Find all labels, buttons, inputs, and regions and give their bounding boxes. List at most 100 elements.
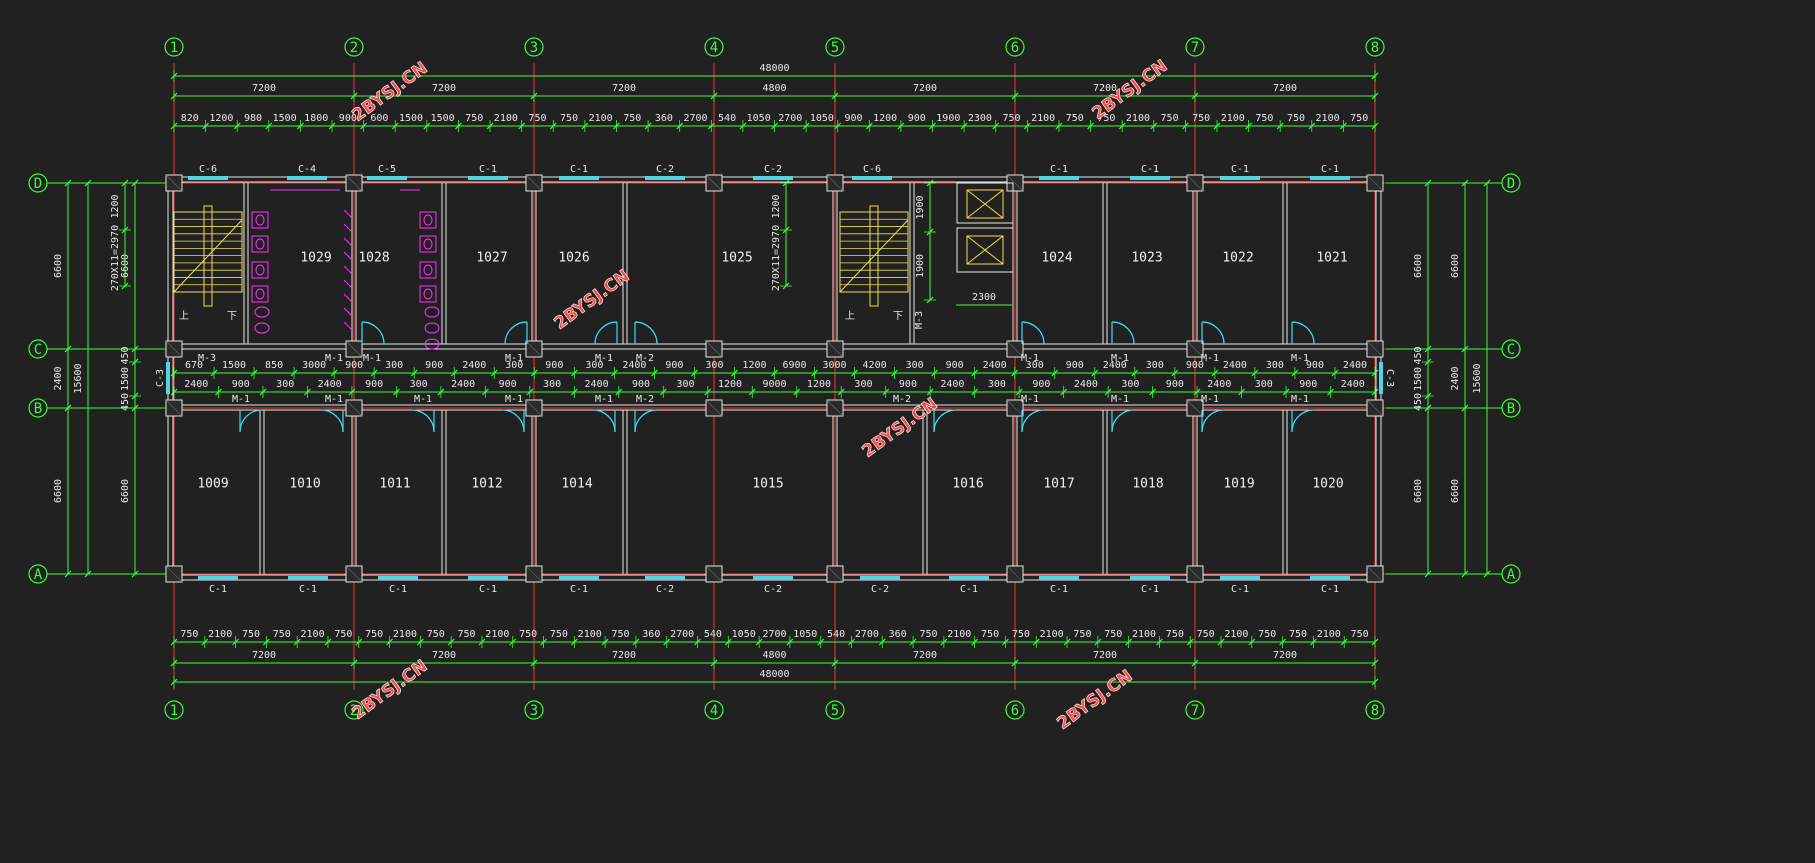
window <box>1220 176 1260 180</box>
window-label: C-1 <box>389 584 407 595</box>
dimension-text: 450 <box>1413 393 1424 411</box>
axis-bubble <box>1005 700 1025 720</box>
door-label: M-1 <box>1291 353 1309 364</box>
dimension-text: 300 <box>385 360 403 371</box>
window-label: C-1 <box>479 584 497 595</box>
axis-label: 2 <box>350 703 358 719</box>
dimension-text: 2100 <box>1316 113 1340 124</box>
axis-bubble <box>1185 700 1205 720</box>
stair-break <box>173 219 243 293</box>
axis-label: 7 <box>1191 703 1199 719</box>
axis-label: 8 <box>1371 703 1379 719</box>
dimension-text: 900 <box>1299 379 1317 390</box>
dimension-text: 750 <box>623 113 641 124</box>
dimension-text: 4800 <box>762 83 786 94</box>
dimension-text: 6900 <box>782 360 806 371</box>
dimension-text: 750 <box>1289 629 1307 640</box>
window-label: C-2 <box>871 584 889 595</box>
dimension-text: 540 <box>704 629 722 640</box>
dimension-text: 1500 <box>399 113 423 124</box>
toilet-stall <box>419 211 437 229</box>
axis-label: D <box>1507 176 1515 192</box>
door-label: M-2 <box>636 394 654 405</box>
dimension-text: 360 <box>655 113 673 124</box>
room-number: 1011 <box>379 477 410 492</box>
door-label: M-3 <box>198 353 216 364</box>
room-number: 1023 <box>1131 251 1162 266</box>
stair-label: 上 <box>179 310 189 322</box>
dimension-text: 3000 <box>302 360 326 371</box>
window-label: C-1 <box>299 584 317 595</box>
dimension-text: 750 <box>560 113 578 124</box>
toilet-stall <box>419 235 437 253</box>
toilet-stall <box>251 261 269 279</box>
door-label: M-1 <box>1201 353 1219 364</box>
window-label: C-2 <box>764 164 782 175</box>
window <box>188 176 228 180</box>
column-hatch <box>345 174 363 192</box>
walls <box>165 174 1384 583</box>
dimension-text: 2700 <box>855 629 879 640</box>
dimension-text: 7200 <box>432 650 456 661</box>
stair-outline <box>839 211 909 293</box>
dimension-text: 750 <box>1012 629 1030 640</box>
door-label: M-1 <box>505 353 523 364</box>
door-label: M-1 <box>505 394 523 405</box>
watermark: 2BYSJ.CN <box>551 266 634 334</box>
column-hatch <box>1366 399 1384 417</box>
dimension-text: 6600 <box>1450 479 1461 503</box>
windows <box>166 176 1383 580</box>
door-label: M-1 <box>595 353 613 364</box>
toilet-bowl <box>255 264 265 276</box>
column-hatch <box>1006 399 1024 417</box>
axis-label: 5 <box>831 703 839 719</box>
dimension-text: 6600 <box>53 479 64 503</box>
window <box>1039 576 1079 580</box>
door-label: M-2 <box>636 353 654 364</box>
toilet-bowl <box>423 288 433 300</box>
dimension-text: 850 <box>265 360 283 371</box>
sink <box>424 322 440 334</box>
dimension-text: 2700 <box>683 113 707 124</box>
room-number: 1027 <box>476 251 507 266</box>
window <box>166 362 170 394</box>
column-hatch <box>165 399 183 417</box>
axis-label: C <box>34 342 42 358</box>
stair-label: 下 <box>227 311 237 322</box>
sink <box>254 322 270 334</box>
dimension-text: 600 <box>370 113 388 124</box>
dimension-text: 750 <box>465 113 483 124</box>
dimension-text: 2300 <box>968 113 992 124</box>
dimension-text: 1500 <box>273 113 297 124</box>
column-hatch <box>345 399 363 417</box>
window <box>1379 362 1383 394</box>
elevator-cross <box>966 235 1004 265</box>
door-swing <box>1111 321 1135 345</box>
dimension-text: 2400 <box>622 360 646 371</box>
room-number: 1009 <box>197 477 228 492</box>
door-label: M-2 <box>893 394 911 405</box>
window-label: C-1 <box>960 584 978 595</box>
door-label: M-1 <box>232 394 250 405</box>
watermark: 2BYSJ.CN <box>1054 666 1137 734</box>
window <box>1310 576 1350 580</box>
dimension-text: 900 <box>232 379 250 390</box>
room-number: 1022 <box>1222 251 1253 266</box>
window-label: C-1 <box>209 584 227 595</box>
window-label: C-1 <box>1050 584 1068 595</box>
dimension-text: 750 <box>1197 629 1215 640</box>
column-hatch <box>1006 174 1024 192</box>
dimension-text: 820 <box>181 113 199 124</box>
column-hatch <box>1006 340 1024 358</box>
dimension-text: 2400 <box>1450 366 1461 390</box>
dimension-text: 2100 <box>1031 113 1055 124</box>
window <box>645 576 685 580</box>
stair-handrail <box>203 205 213 307</box>
door-label: M-3 <box>914 311 925 329</box>
dimension-text: 300 <box>276 379 294 390</box>
dimension-text: 750 <box>365 629 383 640</box>
axis-bubble <box>1365 37 1385 57</box>
room-number: 1021 <box>1316 251 1347 266</box>
door-label: M-1 <box>1201 394 1219 405</box>
dimension-text: 750 <box>1255 113 1273 124</box>
